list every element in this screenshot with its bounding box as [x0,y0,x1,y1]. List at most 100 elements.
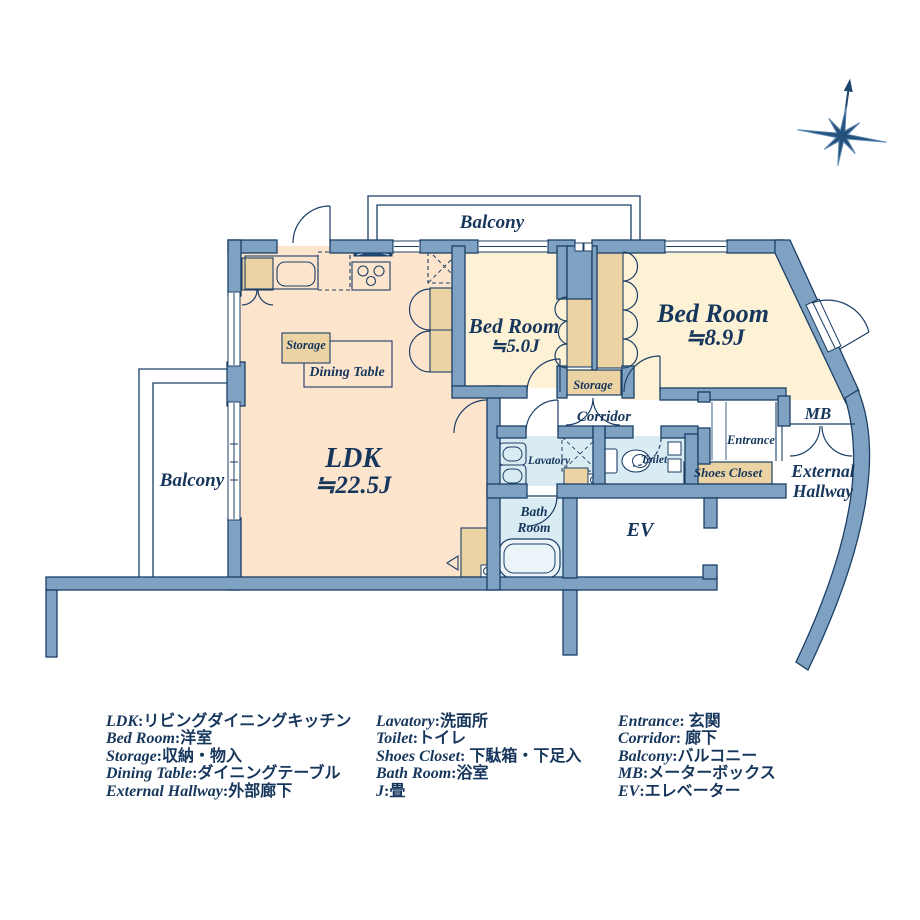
door-arc [453,399,488,434]
storage-ldk-label: Storage [286,338,326,352]
legend: LDK:リビングダイニングキッチン Bed Room:洋室 Storage:収納… [0,713,920,813]
kitchen-cabinet [241,257,274,291]
wall-segment [45,576,718,591]
bathtub-inner [503,543,556,574]
legend-item: Entrance: 玄関 [618,713,776,730]
legend-definition: :リビングダイニングキッチン [138,713,352,730]
legend-item: Bath Room:浴室 [376,765,581,782]
balcony-left-parapet [138,368,228,577]
legend-term: J [376,782,384,800]
legend-definition: : 廊下 [675,730,718,748]
closet-door-arrow-icon [445,554,459,572]
legend-item: Corridor: 廊下 [618,730,776,747]
washer-space-cross [561,436,599,472]
door-arc [811,299,870,350]
windows [227,240,842,521]
dining-table-label: Dining Table [308,365,384,380]
legend-term: Lavatory [376,713,435,730]
legend-item: Toilet:トイレ [376,730,581,747]
corridor-label: Corridor [577,409,631,425]
legend-term: EV [618,782,640,800]
legend-item: Storage:収納・物入 [106,748,351,765]
kitchen-sink [276,261,316,287]
wall-segment [566,245,593,300]
door-arc [526,358,561,393]
legend-definition: :収納・物入 [156,747,243,765]
closet-folding-door-arcs [554,296,568,369]
wall-segment [329,239,394,254]
wall-segment [591,245,598,371]
wall-segment [226,361,246,407]
bedroom-large-label: Bed Room [656,299,769,328]
lavatory-label: Lavatory [527,455,571,467]
wall-segment [621,365,635,399]
legend-column-1: LDK:リビングダイニングキッチン Bed Room:洋室 Storage:収納… [106,713,351,800]
legend-item: Lavatory:洗面所 [376,713,581,730]
external-hallway-label-line1: External [790,461,854,481]
wall-segment [777,395,791,427]
balcony-parapets [138,195,641,577]
legend-term: Corridor [618,730,676,748]
balcony-left-label: Balcony [159,470,225,491]
toilet-basin-icon [667,458,682,473]
legend-item: External Hallway:外部廊下 [106,783,351,800]
room-labels: Balcony Balcony LDK ≒22.5J Bed Room ≒5.0… [159,212,855,541]
legend-column-2: Lavatory:洗面所 Toilet:トイレ Shoes Closet: 下駄… [376,713,581,800]
storage-hall-label: Storage [573,378,613,392]
doors [241,205,870,527]
bedroom-small-floor [465,250,567,388]
wall-segment [702,564,718,580]
wall-segment [45,589,58,658]
toilet-label: Toilet [641,454,668,466]
legend-definition: :メーターボックス [642,765,776,783]
bedroom-small-size-label: ≒5.0J [490,336,540,357]
bath-label-line2: Room [516,520,550,535]
door-arc [526,495,558,527]
bedroom-large-closet [596,251,624,369]
compass-star [797,106,887,166]
legend-definition: :洋室 [174,730,213,748]
legend-definition: :エレベーター [639,782,741,800]
wall-segment [556,245,568,300]
vent-icon [574,242,584,252]
legend-term: Bath Room [376,765,452,783]
fixtures [241,244,783,579]
ldk-size-label: ≒22.5J [314,472,393,499]
wall-segment [659,387,787,401]
legend-item: LDK:リビングダイニングキッチン [106,713,351,730]
wall-segment [592,425,606,487]
burner-icon [373,265,385,277]
legend-term: Entrance [618,713,680,730]
legend-term: Dining Table [106,765,193,783]
wall-segment [697,427,711,465]
legend-definition: : 下駄箱・下足入 [460,747,582,765]
door-arc-dashed [632,437,662,467]
bath-label-line1: Bath [519,504,547,519]
balcony-top-parapet [367,195,641,243]
north-compass-icon [797,78,887,166]
wall-segment [419,239,479,254]
legend-definition: :ダイニングテーブル [192,765,341,783]
legend-term: Storage [106,747,157,765]
wall-segment [557,425,594,439]
mb-label: MB [804,404,831,423]
legend-term: Bed Room [106,730,175,748]
dining-table-box [303,340,393,388]
wall-segment [604,425,634,439]
legend-item: Bed Room:洋室 [106,730,351,747]
legend-term: MB [618,765,643,783]
wall-segment [451,245,466,389]
ldk-label: LDK [324,443,383,474]
wall-segment [227,239,242,297]
wall-segment [562,589,578,656]
legend-column-3: Entrance: 玄関 Corridor: 廊下 Balcony:バルコニー … [618,713,776,800]
legend-term: Toilet [376,730,413,748]
external-hallway-label-line2: Hallway [792,481,854,501]
bedroom-small-closet [566,296,593,368]
legend-term: Shoes Closet [376,747,461,765]
legend-definition: :畳 [384,782,406,800]
wall-segment [697,391,711,403]
wall-segment [703,497,718,529]
storage-ldk-box [281,332,331,364]
